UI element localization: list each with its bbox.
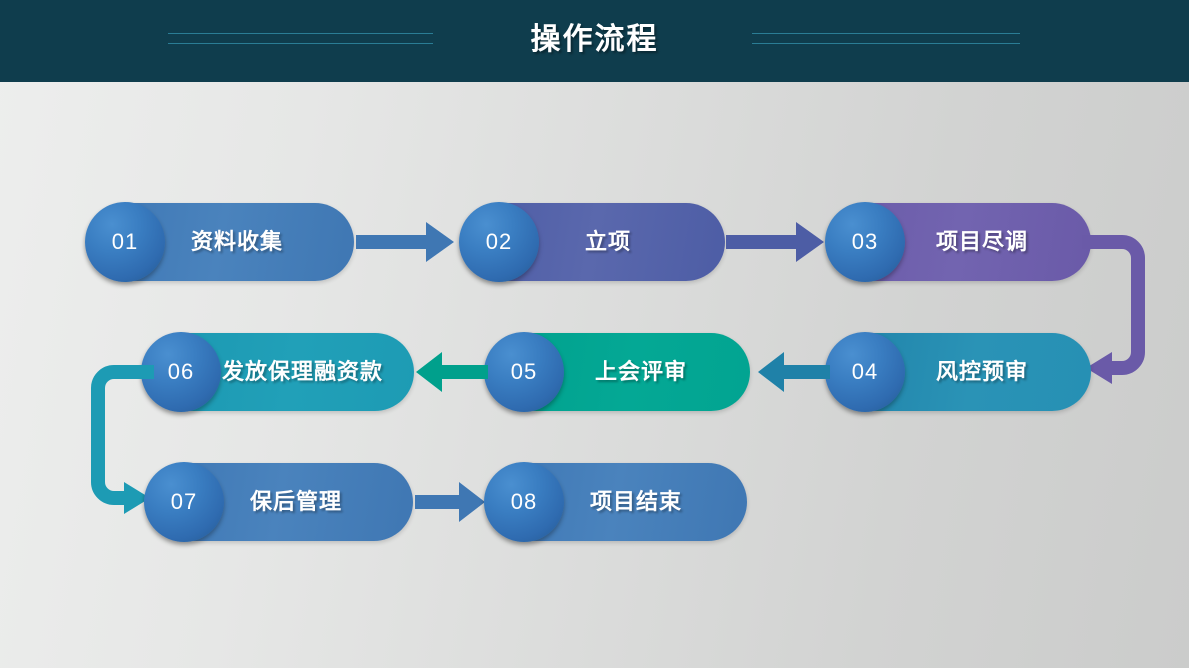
- flow-step-08-label: 项目结束: [590, 489, 683, 514]
- flow-step-03-label: 项目尽调: [936, 229, 1029, 254]
- flow-step-01-label: 资料收集: [191, 229, 284, 254]
- connector-06-to-07: [82, 352, 162, 532]
- header-rule-left: [168, 33, 433, 45]
- flow-step-05-number: 05: [484, 332, 564, 412]
- arrow-05-to-06: [416, 352, 488, 392]
- connector-03-to-04: [1082, 222, 1154, 402]
- header-rule-right-line-2: [752, 43, 1020, 44]
- flow-step-07-label: 保后管理: [250, 489, 343, 514]
- flow-step-04-label: 风控预审: [936, 359, 1029, 384]
- flow-step-06-label: 发放保理融资款: [222, 359, 384, 384]
- flow-step-01-number: 01: [85, 202, 165, 282]
- flow-step-03-number: 03: [825, 202, 905, 282]
- flow-step-07-number: 07: [144, 462, 224, 542]
- header-rule-right-line-1: [752, 33, 1020, 34]
- header-rule-left-line-1: [168, 33, 433, 34]
- page-title: 操作流程: [530, 23, 659, 56]
- arrow-01-to-02: [356, 222, 454, 262]
- slide-header: 操作流程: [0, 0, 1189, 82]
- flow-step-06-number: 06: [141, 332, 221, 412]
- flow-step-04-number: 04: [825, 332, 905, 412]
- header-rule-left-line-2: [168, 43, 433, 44]
- arrow-07-to-08: [415, 482, 485, 522]
- flow-step-02-number: 02: [459, 202, 539, 282]
- flow-step-08-number: 08: [484, 462, 564, 542]
- flow-step-05-label: 上会评审: [595, 359, 688, 384]
- header-rule-right: [752, 33, 1020, 45]
- arrow-02-to-03: [726, 222, 824, 262]
- arrow-04-to-05: [758, 352, 830, 392]
- flow-step-02-label: 立项: [585, 229, 632, 254]
